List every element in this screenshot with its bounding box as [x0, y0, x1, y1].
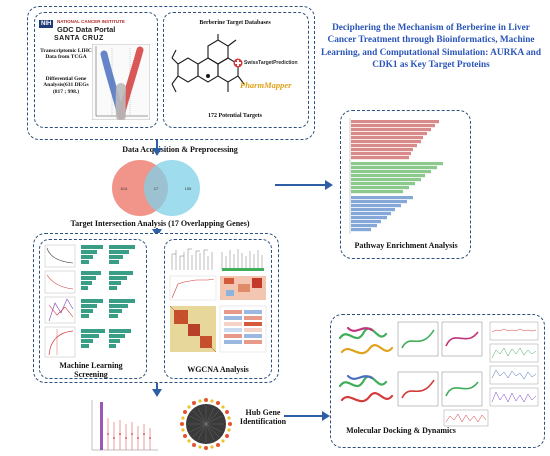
swiss-icon	[233, 58, 243, 68]
wgcna-analysis-label: WGCNA Analysis	[187, 365, 249, 374]
arrow-venn-to-pathway	[275, 184, 327, 186]
pharmmapper-logo: PharmMapper	[240, 80, 292, 90]
enrichment-barplot	[346, 116, 466, 238]
docking-dynamics-label: Molecular Docking & Dynamics	[346, 426, 456, 435]
deg-text: Differential Gene Analysis(631 DEGs (817…	[43, 76, 89, 95]
arrow-head-venn-to-pathway	[325, 180, 333, 190]
arrow-head-ml-to-hub	[152, 389, 162, 397]
transcriptomic-text: Transcriptomic LIHC Data from TCGA	[40, 48, 92, 61]
data-acquisition-label: Data Acquisition & Preprocessing	[122, 145, 238, 154]
ucsc-logo: SANTA CRUZ	[54, 35, 104, 42]
ml-plots	[44, 244, 135, 358]
venn-right-count: 155	[185, 186, 192, 191]
pathway-enrichment-label: Pathway Enrichment Analysis	[354, 241, 458, 250]
arrow-data-to-venn	[156, 140, 158, 150]
arrow-head-hub-to-docking	[322, 411, 330, 421]
swiss-target-logo: SwissTargetPrediction	[244, 60, 298, 66]
docking-visuals	[338, 321, 539, 427]
ml-screening-label: Machine Learning Screening	[59, 361, 123, 379]
figure-title: Deciphering the Mechanism of Berberine i…	[320, 23, 542, 70]
berberine-subpanel	[163, 12, 309, 128]
berberine-structure	[171, 34, 245, 93]
venn-center-count: 17	[154, 186, 159, 191]
wgcna-plots	[169, 246, 267, 353]
target-intersection-label: Target Intersection Analysis (17 Overlap…	[70, 219, 250, 228]
volcano-plot	[92, 44, 150, 120]
arrow-head-data-to-venn	[152, 148, 162, 156]
venn-diagram: 614 17 155	[112, 160, 200, 216]
venn-left-count: 614	[121, 186, 128, 191]
upset-plot	[91, 400, 158, 451]
arrow-ml-to-hub	[156, 383, 158, 391]
hub-gene-label: Hub Gene Identification	[239, 408, 287, 426]
arrow-hub-to-docking	[284, 415, 324, 417]
potential-targets-text: 172 Potential Targets	[208, 113, 262, 119]
berberine-databases-title: Berberine Target Databases	[199, 20, 271, 26]
nih-logo: NIH	[39, 20, 54, 28]
hub-gene-network	[180, 398, 232, 450]
gdc-portal-logo: GDC Data Portal	[57, 25, 116, 34]
nci-logo-text: NATIONAL CANCER INSTITUTE	[57, 19, 125, 24]
